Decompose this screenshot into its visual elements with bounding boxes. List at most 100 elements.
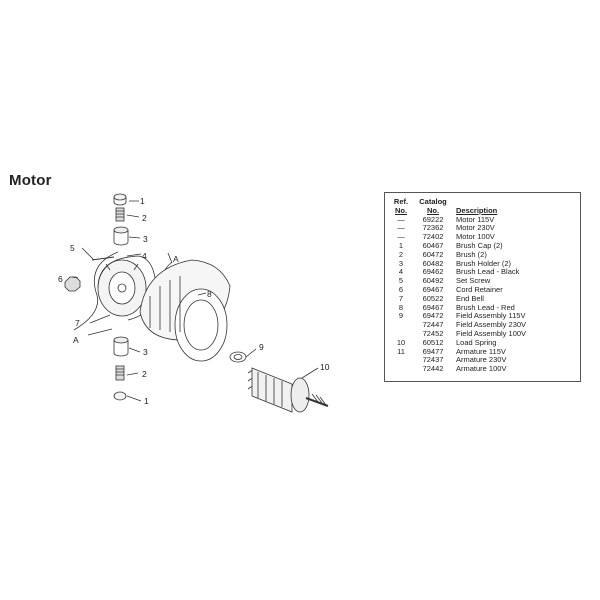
callout-5: 5 xyxy=(70,243,75,253)
cord-retainer-part xyxy=(64,276,81,292)
catalog-no-cell: 60467 xyxy=(422,240,444,250)
description-cell: Brush Cap (2) xyxy=(456,240,503,250)
callout-10: 10 xyxy=(320,362,330,372)
ref-no-cell: 2 xyxy=(398,249,404,259)
parts-list-body: — 69222 Motor 115V — 72362 Motor 230V — 72402 Mo… xyxy=(389,214,529,374)
ref-no-cell: 8 xyxy=(398,302,404,312)
ref-header-line2: No. xyxy=(394,205,408,215)
ref-no-cell: 1 xyxy=(398,240,404,250)
catalog-no-cell: 72402 xyxy=(422,232,444,242)
brush-holder-top-part xyxy=(113,226,129,246)
description-cell: Armature 230V xyxy=(456,355,507,365)
catalog-no-cell: 72452 xyxy=(422,328,444,338)
ref-no-cell xyxy=(389,321,413,330)
table-row: 9 69472 Field Assembly 115V xyxy=(389,312,529,321)
table-row: — 69222 Motor 115V xyxy=(389,214,529,225)
catalog-no-header: Catalog No. xyxy=(413,197,453,216)
brush-cap-top-part xyxy=(113,193,127,206)
ref-no-cell: 11 xyxy=(397,346,405,356)
ref-no-cell: 6 xyxy=(398,284,404,294)
brush-bottom-part xyxy=(115,365,125,381)
description-cell: Motor 230V xyxy=(456,223,495,233)
description-cell: Motor 100V xyxy=(456,232,495,242)
callout-a-top: A xyxy=(173,254,179,264)
description-cell: Load Spring xyxy=(456,337,497,347)
brush-lead-black-part xyxy=(73,251,119,331)
brush-top-part xyxy=(115,207,125,222)
brush-cap-bottom-part xyxy=(113,391,127,401)
description-header: Description xyxy=(456,205,498,215)
table-row: 3 60482 Brush Holder (2) xyxy=(389,258,529,269)
catalog-no-cell: 60492 xyxy=(422,276,444,286)
callout-3-bottom: 3 xyxy=(143,347,148,357)
catalog-no-cell: 60482 xyxy=(422,258,444,268)
catalog-header-line1: Catalog xyxy=(419,197,447,206)
ref-no-cell: — xyxy=(397,223,405,233)
page-title: Motor xyxy=(9,172,52,189)
table-row: — 72402 Motor 100V xyxy=(389,232,529,242)
catalog-no-cell: 60522 xyxy=(422,293,444,303)
table-row: 6 69467 Cord Retainer xyxy=(389,284,529,295)
ref-no-cell: — xyxy=(397,232,405,242)
armature-part xyxy=(247,367,329,413)
parts-list-header-row: Ref. No. Catalog No. Description xyxy=(389,197,529,216)
load-spring-part xyxy=(229,351,247,363)
callout-4: 4 xyxy=(142,251,147,261)
description-cell: Cord Retainer xyxy=(456,284,503,294)
callout-1-top: 1 xyxy=(140,196,145,206)
callout-6: 6 xyxy=(58,274,63,284)
catalog-no-cell: 69472 xyxy=(422,311,444,321)
table-row: 11 69477 Armature 115V xyxy=(389,346,529,357)
ref-no-cell: 9 xyxy=(398,311,404,321)
exploded-motor-diagram: 1 2 3 4 5 6 7 A 8 A 3 2 1 9 10 xyxy=(58,193,330,413)
table-row: 1 60467 Brush Cap (2) xyxy=(389,240,529,251)
catalog-no-cell: 72442 xyxy=(422,364,444,374)
callout-3-top: 3 xyxy=(143,234,148,244)
callout-2-top: 2 xyxy=(142,213,147,223)
description-cell: Field Assembly 230V xyxy=(456,320,527,330)
brush-holder-bottom-part xyxy=(113,336,129,357)
ref-no-cell: — xyxy=(397,214,405,224)
set-screw-part xyxy=(91,256,115,261)
ref-no-cell xyxy=(389,356,413,365)
catalog-no-cell: 72362 xyxy=(422,223,444,233)
description-cell: Brush Holder (2) xyxy=(456,258,512,268)
ref-no-cell: 3 xyxy=(398,258,404,268)
catalog-no-cell: 69467 xyxy=(422,284,444,294)
ref-no-cell: 5 xyxy=(398,276,404,286)
description-cell: Armature 100V xyxy=(456,364,507,374)
callout-a-bottom: A xyxy=(73,335,79,345)
table-row: 2 60472 Brush (2) xyxy=(389,249,529,260)
description-cell: Motor 115V xyxy=(456,214,495,224)
field-assembly-part xyxy=(139,259,231,362)
description-cell: Field Assembly 100V xyxy=(456,328,527,338)
table-row: 72437 Armature 230V xyxy=(389,356,529,365)
ref-no-cell xyxy=(389,365,413,374)
ref-no-cell: 10 xyxy=(396,337,406,347)
table-row: 72452 Field Assembly 100V xyxy=(389,328,529,339)
callout-8: 8 xyxy=(207,289,212,299)
table-row: — 72362 Motor 230V xyxy=(389,224,529,233)
catalog-no-cell: 72437 xyxy=(422,355,444,365)
callout-2-bottom: 2 xyxy=(142,369,147,379)
catalog-no-cell: 69477 xyxy=(422,346,444,356)
catalog-no-cell: 60472 xyxy=(422,249,444,259)
catalog-no-cell: 60512 xyxy=(422,337,444,347)
callout-7: 7 xyxy=(75,318,80,328)
ref-no-header: Ref. No. xyxy=(389,197,413,216)
callout-9: 9 xyxy=(259,342,264,352)
description-cell: Armature 115V xyxy=(456,346,506,356)
catalog-no-cell: 69462 xyxy=(422,267,444,277)
description-cell: Brush (2) xyxy=(456,249,487,259)
description-cell: Brush Lead - Red xyxy=(456,302,515,312)
callout-1-bottom: 1 xyxy=(144,396,149,406)
catalog-no-cell: 69222 xyxy=(422,214,444,224)
description-cell: Brush Lead - Black xyxy=(456,267,520,277)
description-cell: Field Assembly 115V xyxy=(456,311,526,321)
